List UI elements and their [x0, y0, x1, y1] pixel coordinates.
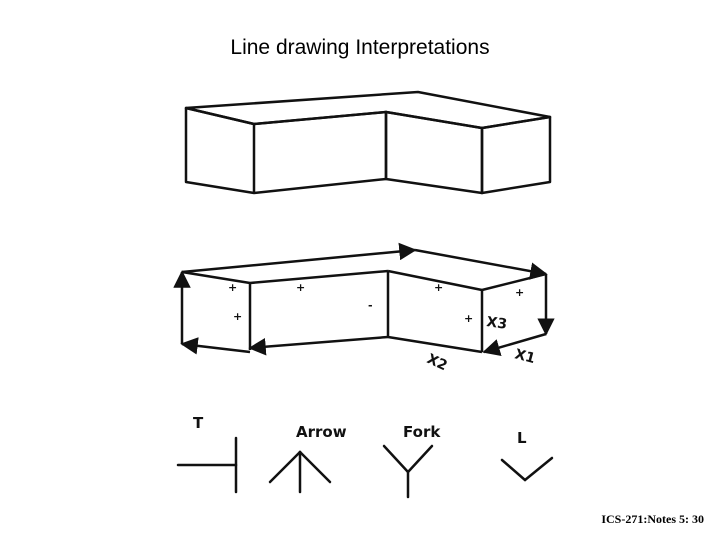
- edge-label-plus: +: [434, 281, 443, 294]
- handwritten-mark: X2: [424, 351, 449, 374]
- inner-top-edge-middle: [249, 269, 389, 285]
- edge-label-plus: +: [464, 312, 473, 325]
- junction-label-l: L: [517, 429, 527, 447]
- plain-block-end-face: [480, 115, 552, 195]
- plain-block-drawing: [184, 90, 552, 195]
- junction-label-arrow: Arrow: [296, 423, 347, 441]
- l-junction-shape: [500, 456, 554, 482]
- edge-label-plus: +: [228, 281, 237, 294]
- plain-block-right-face: [384, 110, 484, 195]
- boundary-arrow-top-right: [414, 248, 548, 280]
- inner-top-edge-left: [181, 270, 251, 285]
- junction-label-fork: Fork: [403, 423, 441, 441]
- plain-block-top-face: [184, 90, 552, 130]
- edge-labels: + + + + + - +: [228, 281, 524, 325]
- boundary-arrow-bottom-right: [482, 332, 547, 357]
- handwritten-mark: X3: [485, 314, 508, 333]
- handwritten-mark: X1: [513, 346, 537, 367]
- labeled-block-drawing: [173, 242, 555, 357]
- boundary-arrow-bottom-left: [180, 337, 251, 355]
- junction-types: T Arrow Fork L: [176, 414, 554, 499]
- plain-block-front-face: [184, 106, 388, 195]
- edge-label-plus: +: [515, 286, 524, 299]
- slide-footer: ICS-271:Notes 5: 30: [601, 512, 704, 526]
- arrow-junction-shape: [268, 450, 332, 494]
- inner-top-edge-right: [387, 269, 483, 292]
- bottom-edge-right-face: [387, 335, 483, 354]
- edge-label-plus: +: [233, 310, 242, 323]
- edge-label-plus: +: [296, 281, 305, 294]
- page-title: Line drawing Interpretations: [230, 36, 490, 59]
- fork-junction-shape: [382, 444, 434, 499]
- boundary-arrow-bottom-middle: [248, 335, 389, 356]
- boundary-arrow-top-left: [181, 242, 417, 274]
- t-junction-shape: [176, 436, 238, 494]
- handwritten-marks: X3 X2 X1: [424, 314, 537, 374]
- junction-label-t: T: [193, 414, 204, 432]
- edge-label-minus: -: [368, 299, 373, 312]
- inner-top-edge-end: [481, 272, 547, 292]
